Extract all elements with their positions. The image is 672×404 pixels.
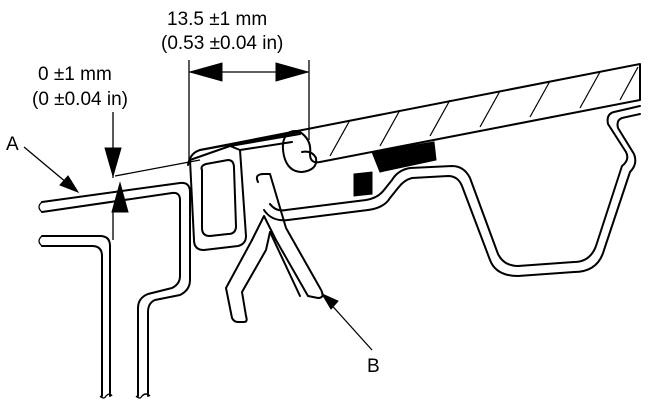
callout-a-leader: [23, 146, 80, 194]
gap-imperial-label: (0.53 ±0.04 in): [161, 33, 283, 54]
callout-b-leader: [320, 292, 373, 351]
callout-b-label: B: [367, 356, 380, 377]
bracket-b: [189, 133, 324, 323]
inner-reinforcement: [263, 105, 641, 277]
callout-a-label: A: [6, 134, 19, 155]
gap-metric-label: 13.5 ±1 mm: [167, 9, 267, 30]
flush-imperial-label: (0 ±0.04 in): [32, 89, 128, 110]
flush-dimension: [104, 112, 201, 240]
gap-dimension: [188, 60, 310, 162]
panel-a: [38, 181, 191, 399]
flush-metric-label: 0 ±1 mm: [38, 64, 112, 85]
weatherstrip-seal: [353, 141, 437, 197]
upper-panel: [187, 63, 641, 173]
